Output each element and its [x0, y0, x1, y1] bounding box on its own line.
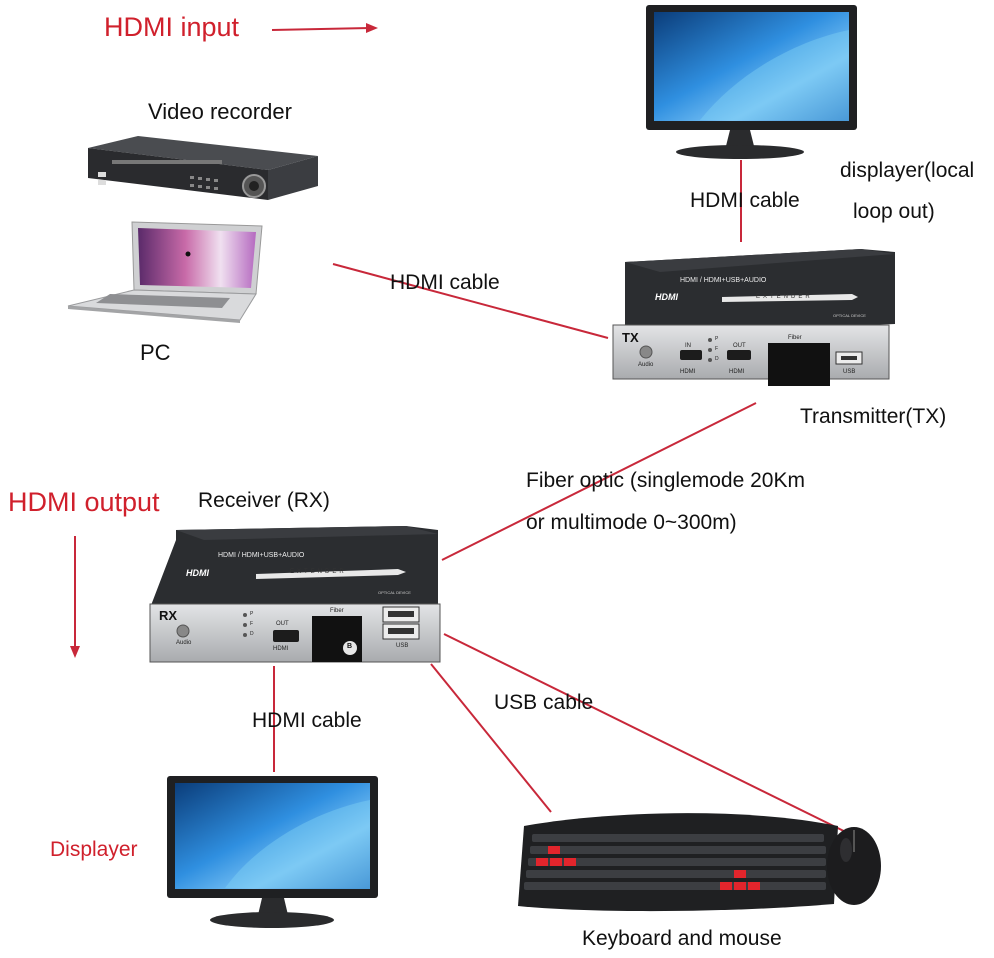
local-loop-monitor-image: [646, 5, 857, 159]
tx-port-in-sub: HDMI: [680, 369, 696, 375]
tx-device-image: [612, 249, 895, 386]
video-recorder-image: [88, 136, 318, 200]
fiber-optic-label-line2: or multimode 0~300m): [526, 511, 737, 534]
hdmi-cable-loop-label: HDMI cable: [690, 189, 800, 212]
tx-audio-label: Audio: [638, 362, 654, 368]
mouse-image: [827, 827, 881, 905]
hdmi-output-arrowhead: [70, 646, 80, 658]
hdmi-input-arrowhead: [366, 23, 378, 33]
tx-code: TX: [622, 330, 639, 345]
rx-audio-label: Audio: [176, 640, 192, 646]
tx-led-d: D: [715, 356, 719, 362]
tx-led-f: F: [715, 346, 719, 352]
tx-led-p: P: [715, 336, 719, 342]
rx-optical: OPTICAL DEVICE: [378, 590, 411, 595]
rx-led-p: P: [250, 611, 254, 617]
rx-extender: EXTENDER: [290, 569, 347, 575]
pc-laptop-image: [67, 221, 263, 323]
rx-fiber-badge: B: [347, 643, 353, 650]
tx-optical: OPTICAL DEVICE: [833, 313, 866, 318]
displayer-label: Displayer: [50, 838, 138, 861]
tx-fiber: Fiber: [788, 335, 802, 341]
tx-port-in: IN: [685, 343, 691, 349]
tx-port-out: OUT: [733, 343, 746, 349]
rx-led-f: F: [250, 621, 254, 627]
tx-logo: HDMI: [655, 292, 678, 302]
hdmi-cable-input-label: HDMI cable: [390, 271, 500, 294]
rx-port-out-sub: HDMI: [273, 646, 289, 652]
keyboard-mouse-label: Keyboard and mouse: [582, 927, 782, 950]
displayer-local-label-line1: displayer(local: [840, 159, 975, 182]
displayer-local-label-line2: loop out): [853, 200, 935, 223]
hdmi-output-heading: HDMI output: [8, 487, 160, 517]
tx-port-out-sub: HDMI: [729, 369, 745, 375]
hdmi-cable-output-label: HDMI cable: [252, 709, 362, 732]
tx-usb: USB: [843, 369, 856, 375]
receiver-label: Receiver (RX): [198, 489, 330, 512]
tx-top-line: HDMI / HDMI+USB+AUDIO: [680, 277, 767, 284]
cable-pc-to-tx: [332, 263, 609, 339]
rx-port-out: OUT: [276, 621, 289, 627]
usb-cable-label: USB cable: [494, 691, 594, 714]
cable-rx-to-keyboard: [430, 663, 552, 813]
rx-top-line: HDMI / HDMI+USB+AUDIO: [218, 552, 305, 559]
hdmi-input-arrow-line: [271, 27, 371, 31]
cables: [70, 23, 863, 841]
tx-extender: EXTENDER: [756, 294, 813, 300]
cable-rx-to-mouse: [443, 633, 863, 841]
displayer-monitor-image: [167, 776, 378, 928]
keyboard-image: [518, 813, 838, 912]
transmitter-label: Transmitter(TX): [800, 405, 947, 428]
rx-device-image: [149, 526, 441, 663]
rx-usb: USB: [396, 643, 409, 649]
rx-code: RX: [159, 608, 178, 623]
rx-fiber: Fiber: [330, 608, 344, 614]
hdmi-input-heading: HDMI input: [104, 12, 240, 42]
rx-led-d: D: [250, 631, 254, 637]
cable-fiber-tx-rx: [441, 402, 757, 561]
rx-logo: HDMI: [186, 568, 209, 578]
pc-label: PC: [140, 340, 171, 365]
video-recorder-label: Video recorder: [148, 99, 292, 124]
fiber-optic-label-line1: Fiber optic (singlemode 20Km: [526, 469, 805, 492]
